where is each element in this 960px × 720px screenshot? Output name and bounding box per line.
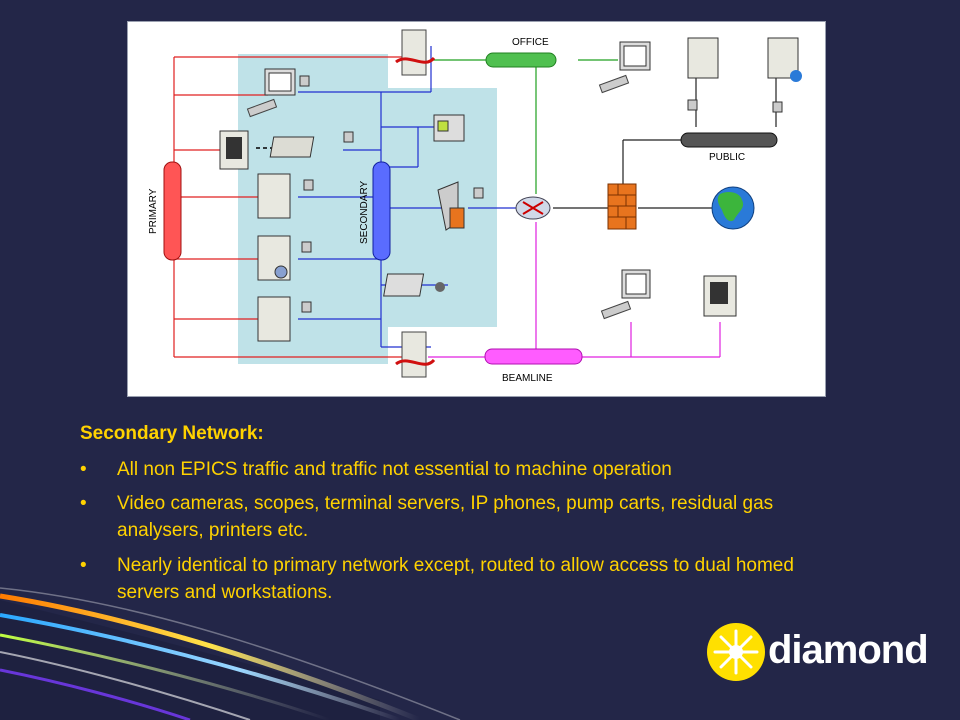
network-diagram: OFFICE PUBLIC BEAMLINE PRIMARY SECONDARY: [127, 21, 826, 397]
diamond-logo-icon: [707, 623, 765, 681]
bullet-text: All non EPICS traffic and traffic not es…: [117, 459, 672, 480]
gateway-server-top-icon: [395, 29, 436, 76]
office-links: [431, 59, 618, 194]
primary-links: [173, 56, 413, 358]
office-label: OFFICE: [512, 37, 549, 48]
office-workstation-icon: [598, 41, 651, 94]
bullet-symbol: •: [80, 459, 87, 480]
public-label: PUBLIC: [709, 152, 745, 163]
scope-icon: [433, 114, 465, 142]
public-bus: [680, 132, 778, 148]
primary-label: PRIMARY: [148, 188, 159, 234]
public-server-1-icon: [687, 37, 719, 79]
router-icon: [515, 196, 551, 220]
bullet-symbol: •: [80, 555, 87, 576]
public-server-2-icon: [767, 37, 802, 82]
dual-homed-server-1-icon: [257, 173, 291, 219]
primary-bus: [163, 161, 182, 261]
beamline-label: BEAMLINE: [502, 373, 553, 384]
secondary-label: SECONDARY: [359, 181, 370, 244]
bullet-text: Nearly identical to primary network exce…: [117, 555, 794, 603]
bullet-symbol: •: [80, 493, 87, 514]
beamline-links: [428, 222, 721, 358]
beamline-server-icon: [703, 275, 737, 317]
projector-icon: [383, 273, 445, 297]
secondary-bus: [372, 161, 391, 261]
gateway-server-bottom-icon: [395, 331, 436, 378]
beamline-bus: [484, 348, 583, 365]
beamline-workstation-icon: [600, 269, 651, 320]
logo-text: diamond: [768, 628, 929, 672]
section-heading: Secondary Network:: [80, 423, 264, 444]
primary-server-icon: [219, 130, 249, 170]
dual-homed-server-3-icon: [257, 296, 291, 342]
lock-icons: [299, 75, 783, 313]
secondary-zone: [238, 54, 497, 364]
workstation-monitor-icon: [246, 68, 296, 118]
firewall-icon: [607, 183, 637, 230]
bullet-text: Video cameras, scopes, terminal servers,…: [117, 493, 774, 541]
dual-homed-server-2-icon: [257, 235, 291, 281]
camera-icon: [437, 181, 465, 231]
switch-icon: [269, 136, 315, 158]
internet-globe-icon: [711, 186, 755, 230]
office-bus: [485, 52, 557, 68]
